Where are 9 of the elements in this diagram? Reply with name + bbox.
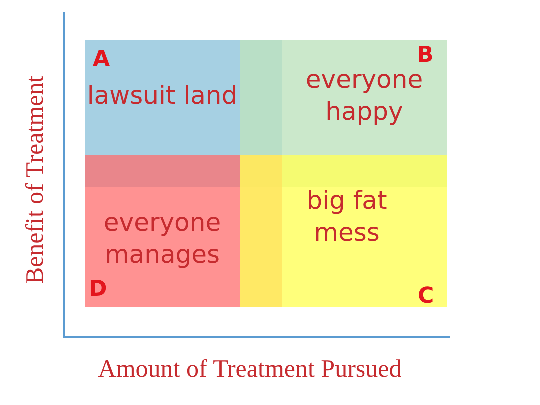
y-axis-title: Benefit of Treatment [22,76,50,284]
quadrant-label: big fat mess [306,185,388,249]
quadrant-label: everyone manages [102,207,222,271]
quadrant-label: lawsuit land [86,80,239,112]
quadrant-letter: A [93,48,110,72]
quadrant-letter: C [418,285,434,309]
quadrant-letter: D [89,278,108,302]
quadrant-box [240,155,447,307]
x-axis-title: Amount of Treatment Pursued [98,356,402,384]
